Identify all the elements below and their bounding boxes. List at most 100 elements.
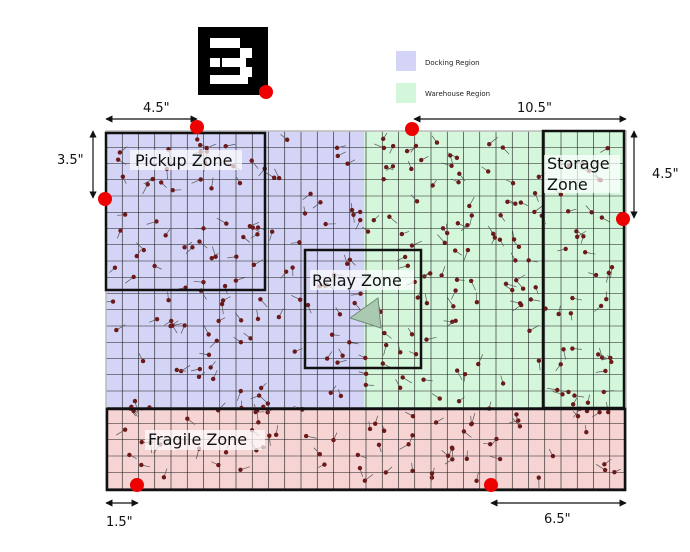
robot (447, 297, 456, 309)
robot (146, 219, 159, 225)
robot (532, 191, 539, 202)
dim-label-top-left: 4.5" (143, 101, 170, 116)
robot (469, 213, 474, 225)
robot (505, 199, 515, 205)
robot (604, 291, 609, 302)
robot (302, 191, 313, 200)
robot (532, 205, 543, 215)
robot (575, 230, 587, 239)
robot (191, 366, 203, 372)
robot (149, 316, 160, 323)
robot (292, 348, 303, 354)
robot (612, 468, 621, 475)
robot (384, 165, 394, 171)
robot (290, 294, 303, 302)
robot (338, 348, 345, 358)
robot (595, 368, 608, 374)
robot (324, 351, 333, 361)
robot (139, 462, 151, 468)
robot (409, 433, 415, 443)
robot (444, 457, 455, 465)
robot (500, 375, 506, 386)
robot (588, 272, 599, 278)
robot (191, 177, 203, 184)
robot (178, 365, 191, 374)
robot (448, 153, 453, 164)
robot (238, 466, 251, 472)
robot (358, 354, 368, 361)
robot (193, 279, 206, 285)
robot (210, 370, 218, 382)
robot (305, 302, 312, 314)
robot (592, 410, 602, 418)
robot (134, 249, 142, 259)
robot (303, 433, 317, 439)
pickup-zone-outline (104, 131, 267, 292)
robot (410, 143, 419, 153)
robot (170, 188, 182, 193)
robot (454, 277, 465, 282)
robot (381, 132, 388, 142)
robot (429, 471, 435, 483)
robot (599, 215, 610, 223)
robot (405, 411, 416, 419)
robot (383, 342, 389, 356)
robot (256, 411, 261, 425)
robot (505, 179, 516, 186)
robot (601, 389, 614, 395)
robot (236, 176, 243, 186)
robot (404, 148, 415, 154)
relay-beacon-triangle (348, 297, 382, 329)
robot (266, 172, 277, 180)
robot (424, 293, 430, 306)
robot (450, 446, 455, 458)
robot (467, 196, 475, 209)
robot (381, 176, 392, 182)
robot (582, 250, 596, 255)
robot (376, 442, 382, 453)
robot (419, 156, 429, 163)
robot (204, 143, 217, 151)
robot (516, 281, 526, 291)
robot (373, 415, 379, 426)
robot (410, 194, 420, 204)
robot (216, 317, 226, 324)
robot (220, 296, 231, 303)
robot (347, 340, 359, 345)
robot (290, 240, 302, 245)
robot (249, 158, 259, 169)
robot (468, 278, 476, 291)
robot (323, 221, 336, 227)
robot (561, 347, 566, 360)
robot (185, 416, 196, 425)
robot (382, 330, 392, 339)
robot (143, 176, 155, 185)
robot (452, 248, 463, 256)
fragile-zone-outline (105, 407, 627, 492)
robot (609, 265, 615, 279)
robot (533, 285, 539, 295)
robot (136, 242, 146, 253)
robot (335, 151, 346, 159)
dim-label-left: 3.5" (57, 153, 84, 168)
robot (600, 145, 610, 153)
robot (161, 468, 168, 480)
robot (565, 208, 577, 214)
robot (374, 143, 387, 151)
robot (441, 450, 451, 459)
robot (258, 297, 268, 308)
legend: Docking Region Warehouse Region (396, 51, 490, 103)
robot (514, 274, 526, 283)
robot (250, 232, 260, 239)
robot-swarm (105, 131, 621, 488)
robot (223, 143, 236, 149)
robot (280, 134, 290, 142)
robot (302, 206, 308, 216)
robot (469, 413, 476, 426)
robot (454, 368, 463, 381)
robot (383, 466, 393, 475)
robot (430, 179, 438, 188)
robot (585, 205, 594, 215)
robot (463, 247, 471, 261)
